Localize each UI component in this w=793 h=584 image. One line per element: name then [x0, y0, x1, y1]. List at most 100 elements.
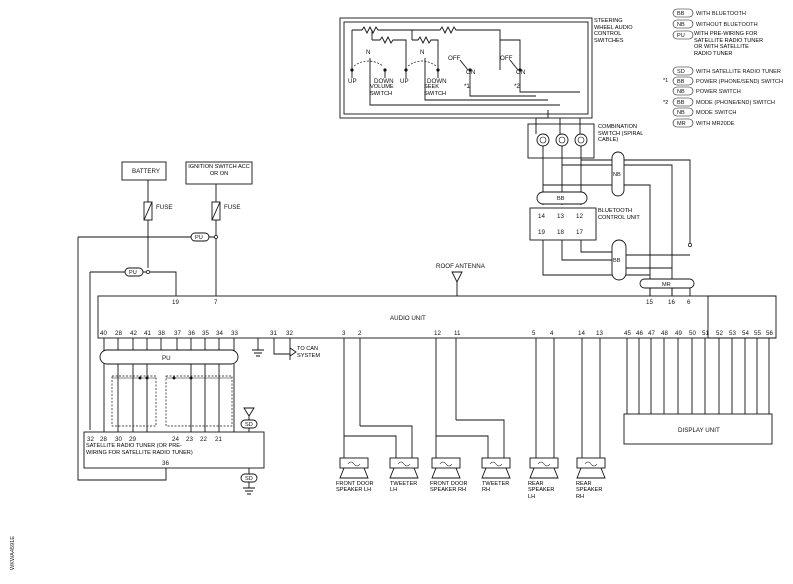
speaker-tweeter-rh	[481, 457, 511, 479]
star2-label: *2	[514, 83, 520, 90]
ground-symbol-audio	[252, 338, 264, 357]
legend-tag-7: BB	[677, 100, 685, 106]
bt-pin-18: 18	[557, 229, 564, 236]
bluetooth-control-unit-label: BLUETOOTH CONTROL UNIT	[598, 208, 640, 221]
sd-tag-top-label: SD	[245, 422, 253, 428]
legend-mark-5: *1	[663, 78, 668, 84]
bluetooth-control-unit	[529, 207, 597, 241]
bb-capsule-top	[536, 191, 588, 205]
bb-capsule-low-label: BB	[613, 258, 621, 264]
vol-n-label: N	[366, 49, 370, 56]
audio-pin-35: 35	[202, 330, 209, 337]
audio-pin-19: 19	[172, 299, 179, 306]
audio-pin-45: 45	[624, 330, 631, 337]
speaker-rear-rh	[576, 457, 606, 479]
to-can-system-label: TO CAN SYSTEM	[297, 346, 321, 359]
audio-unit	[97, 295, 709, 339]
mr-capsule	[639, 278, 695, 289]
ignition-label: IGNITION SWITCH ACC OR ON	[188, 164, 250, 177]
legend-tag-8: NB	[677, 110, 685, 116]
audio-pin-56: 56	[766, 330, 773, 337]
audio-pin-37: 37	[174, 330, 181, 337]
battery-label: BATTERY	[132, 168, 160, 175]
audio-pin-12: 12	[434, 330, 441, 337]
seek-down-label: DOWN	[427, 78, 447, 85]
audio-pin-16: 16	[668, 299, 675, 306]
legend-tag-2: NB	[677, 22, 685, 28]
bt-pin-19: 19	[538, 229, 545, 236]
ignition-box	[185, 161, 253, 185]
audio-pin-6: 6	[687, 299, 691, 306]
audio-pin-53: 53	[729, 330, 736, 337]
seek-n-label: N	[420, 49, 424, 56]
pu-tag-ign-label: PU	[195, 235, 203, 241]
speaker-tweeter-lh	[389, 457, 419, 479]
audio-pin-31: 31	[270, 330, 277, 337]
roof-antenna-icon	[451, 271, 463, 296]
legend-tag-1: BB	[677, 11, 685, 17]
pu-tag-bat-label: PU	[129, 270, 137, 276]
bb-capsule-low	[611, 239, 627, 281]
speaker-label-rear-rh: REAR SPEAKER RH	[576, 481, 603, 500]
seek-up-label: UP	[400, 78, 409, 85]
legend-mark-7: *2	[663, 100, 668, 106]
audio-pin-7: 7	[214, 299, 218, 306]
audio-pin-49: 49	[675, 330, 682, 337]
audio-pin-47: 47	[648, 330, 655, 337]
sat-pin-24: 24	[172, 436, 179, 443]
bt-pin-12: 12	[576, 213, 583, 220]
bt-pin-17: 17	[576, 229, 583, 236]
sat-pin-28: 28	[100, 436, 107, 443]
fuse-battery-label: FUSE	[156, 204, 173, 211]
audio-pin-46: 46	[636, 330, 643, 337]
legend-text-5: POWER (PHONE/SEND) SWITCH	[696, 79, 783, 85]
legend-tag-5: BB	[677, 79, 685, 85]
legend-text-4: WITH SATELLITE RADIO TUNER	[696, 69, 781, 75]
speaker-rear-lh	[529, 457, 559, 479]
sat-antenna-icon	[243, 407, 255, 420]
audio-pin-34: 34	[216, 330, 223, 337]
satellite-label: SATELLITE RADIO TUNER (OR PRE-WIRING FOR…	[86, 443, 193, 456]
speaker-label-front-rh: FRONT DOOR SPEAKER RH	[430, 481, 468, 494]
off1-label: OFF	[448, 55, 461, 62]
nb-capsule-label: NB	[613, 172, 621, 178]
audio-pin-41: 41	[144, 330, 151, 337]
ground-symbol-sat	[243, 482, 255, 495]
audio-pin-48: 48	[661, 330, 668, 337]
audio-pin-3: 3	[342, 330, 346, 337]
fuse-ignition	[211, 201, 221, 221]
legend-text-2: WITHOUT BLUETOOTH	[696, 22, 758, 28]
audio-bottom-pins: 40 28 42 41 38 37 36 35 34 33 31 32 3 2 …	[100, 330, 773, 337]
audio-pin-52: 52	[716, 330, 723, 337]
bt-pin-14: 14	[538, 213, 545, 220]
audio-pin-40: 40	[100, 330, 107, 337]
pu-bar	[99, 349, 239, 365]
on1-label: ON	[466, 69, 475, 76]
audio-pin-36: 36	[188, 330, 195, 337]
volume-switch-label: VOLUME SWITCH	[370, 84, 394, 97]
vol-down-label: DOWN	[374, 78, 394, 85]
legend: BB WITH BLUETOOTH NB WITHOUT BLUETOOTH P…	[663, 8, 783, 128]
fuse-ignition-label: FUSE	[224, 204, 241, 211]
speaker-label-tweeter-lh: TWEETER LH	[390, 481, 418, 494]
sat-pin-30: 30	[115, 436, 122, 443]
speaker-front-lh	[339, 457, 369, 479]
combination-switch	[527, 110, 595, 159]
legend-text-8: MODE SWITCH	[696, 110, 736, 116]
sat-pin-21: 21	[215, 436, 222, 443]
audio-pin-11: 11	[454, 330, 461, 337]
audio-pin-33: 33	[231, 330, 238, 337]
on2-label: ON	[516, 69, 525, 76]
legend-text-6: POWER SWITCH	[696, 89, 741, 95]
legend-tag-3: PU	[677, 33, 685, 39]
display-unit-label: DISPLAY UNIT	[678, 427, 720, 434]
fuse-battery	[143, 201, 153, 221]
vol-up-label: UP	[348, 78, 357, 85]
legend-text-3: WITH PRE-WIRING FOR SATELLITE RADIO TUNE…	[694, 31, 764, 57]
sat-pin-23: 23	[186, 436, 193, 443]
sat-pin-36: 36	[162, 460, 169, 467]
audio-pin-32: 32	[286, 330, 293, 337]
side-code: WKWA4591E	[10, 536, 16, 570]
display-unit	[623, 413, 773, 445]
nb-capsule	[611, 151, 625, 197]
